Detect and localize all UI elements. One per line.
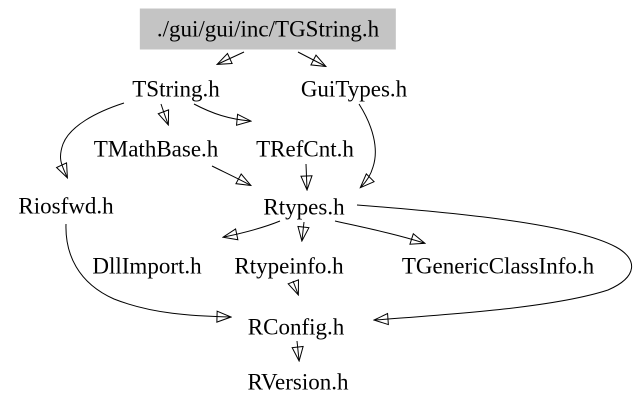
edge-riosfwd-to-rconfig [65, 223, 230, 317]
edge-rtypes-to-rconfig-loop [356, 204, 633, 320]
edge-rconfig-to-rversion [297, 340, 299, 360]
edge-tgstring-to-tstring [218, 51, 245, 64]
edge-tstring-to-trefcnt [193, 103, 250, 121]
node-rconfig[interactable]: RConfig.h [247, 314, 345, 340]
edge-tmathbase-to-rtypes [211, 165, 250, 185]
node-tgenericclassinfo[interactable]: TGenericClassInfo.h [401, 253, 595, 279]
node-riosfwd[interactable]: Riosfwd.h [18, 193, 114, 219]
node-rtypes[interactable]: Rtypes.h [263, 194, 345, 220]
node-tgstring-root: ./gui/gui/inc/TGString.h [139, 8, 397, 50]
node-rtypeinfo[interactable]: Rtypeinfo.h [234, 253, 344, 279]
edge-guitypes-to-rtypes [358, 103, 376, 187]
node-tmathbase[interactable]: TMathBase.h [93, 136, 219, 162]
edge-tgstring-to-guitypes [297, 51, 325, 66]
edge-tstring-to-riosfwd [60, 102, 125, 177]
node-tstring[interactable]: TString.h [132, 76, 220, 102]
edge-trefcnt-to-rtypes [306, 163, 307, 189]
edge-rtypes-to-tgenericclassinfo [334, 220, 424, 243]
edge-rtypeinfo-to-rconfig [293, 281, 298, 294]
node-guitypes[interactable]: GuiTypes.h [300, 76, 408, 102]
edge-tstring-to-tmathbase [161, 103, 168, 124]
node-dllimport[interactable]: DllImport.h [92, 253, 202, 279]
node-rversion[interactable]: RVersion.h [247, 369, 349, 395]
edge-rtypes-to-dllimport [224, 220, 281, 237]
node-trefcnt[interactable]: TRefCnt.h [256, 136, 354, 162]
edge-rtypes-to-rtypeinfo [302, 221, 304, 240]
